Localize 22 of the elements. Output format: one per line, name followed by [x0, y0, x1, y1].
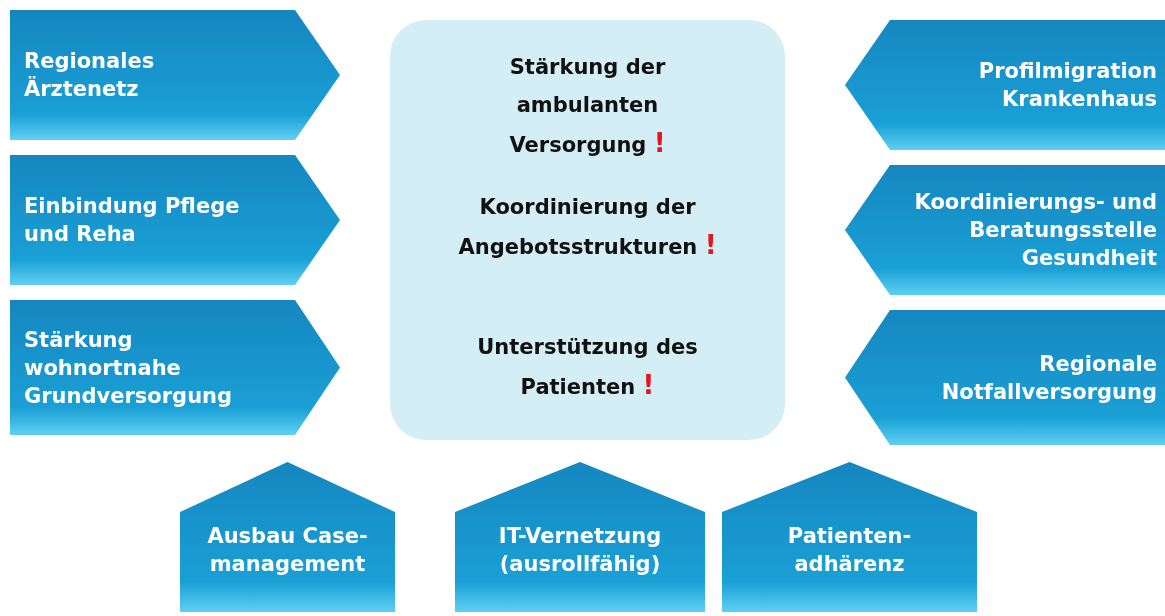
- pentagon-panel: [10, 300, 340, 435]
- pentagon-panel: [722, 462, 977, 612]
- goal-text: Unterstützung des Patienten !: [476, 334, 699, 402]
- pentagon-panel: [180, 462, 395, 612]
- goal-text: Koordinierung der Angebotsstrukturen !: [457, 194, 718, 262]
- panel-label: Regionale Notfallversorgung: [940, 350, 1157, 406]
- pentagon-panel: [10, 155, 340, 285]
- panel-label: Ausbau Case-management: [206, 523, 369, 578]
- panel-label: Einbindung Pflege und Reha: [24, 193, 241, 248]
- panel-label: IT-Vernetzung (ausrollfähig): [497, 523, 663, 578]
- panel-label: Regionales Ärztenetz: [24, 48, 156, 103]
- pentagon-panel: [455, 462, 705, 612]
- pentagon-panel: [845, 310, 1165, 445]
- pentagon-panel: [845, 20, 1165, 150]
- rounded-panel: [390, 20, 785, 440]
- panel-label: Stärkung wohnortnahe Grundversorgung: [24, 326, 234, 410]
- panel-label: Koordinierungs- und Beratungsstelle Gesundheit: [913, 189, 1157, 272]
- pentagon-panel: [10, 10, 340, 140]
- panel-label: Profilmigration Krankenhaus: [977, 58, 1157, 113]
- goal-text: Stärkung der ambulanten Versorgung !: [508, 54, 667, 160]
- panel-label: Patienten-adhärenz: [786, 523, 913, 578]
- pentagon-panel: [845, 165, 1165, 295]
